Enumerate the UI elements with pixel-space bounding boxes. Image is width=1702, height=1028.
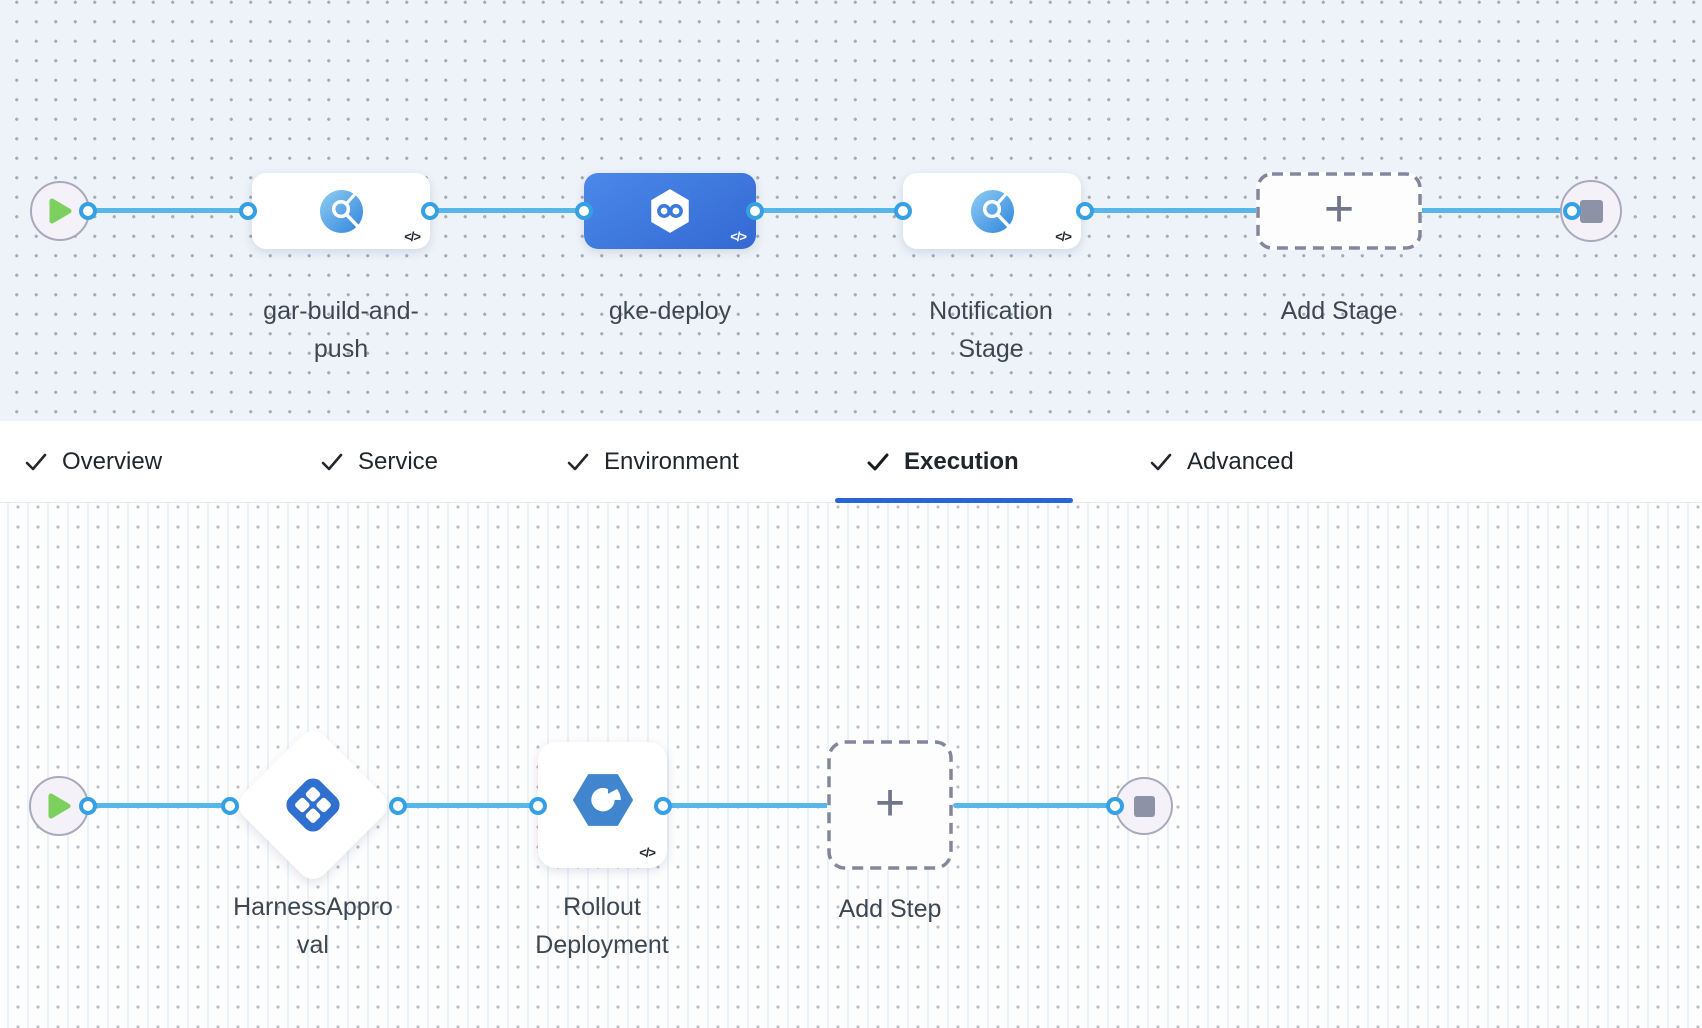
edge-connector: [755, 208, 905, 213]
tab-execution[interactable]: Execution: [867, 421, 1019, 503]
connection-point: [575, 202, 593, 220]
add-stage-label: Add Stage: [1280, 297, 1398, 325]
deploy-stage-icon: [651, 189, 689, 233]
connection-point: [221, 797, 239, 815]
plus-icon: +: [874, 774, 906, 832]
stage-card-notification-stage[interactable]: </>: [903, 173, 1081, 249]
edge-connector: [88, 803, 232, 808]
play-icon: [48, 793, 71, 819]
add-step-label: Add Step: [838, 895, 942, 923]
code-badge: </>: [639, 845, 656, 860]
check-icon: [867, 453, 889, 471]
active-tab-underline: [835, 498, 1073, 503]
execution-start-node: [29, 776, 89, 836]
check-icon: [1150, 453, 1172, 471]
tab-label: Execution: [904, 448, 1019, 475]
add-step-button[interactable]: +: [827, 740, 953, 870]
edge-connector: [663, 803, 829, 808]
execution-canvas: </> + HarnessApproval Rollout Deployment…: [0, 503, 1702, 1028]
execution-end-node: [1115, 777, 1173, 835]
stop-icon: [1133, 795, 1155, 817]
stage-label: Notification Stage: [929, 297, 1053, 363]
code-badge: </>: [404, 229, 421, 244]
custom-stage-icon: [319, 189, 363, 233]
tab-overview[interactable]: Overview: [25, 421, 162, 503]
connection-point: [1076, 202, 1094, 220]
code-badge: </>: [1055, 229, 1072, 244]
stage-tabbar: Overview Service Environment Execution A…: [0, 421, 1702, 503]
tab-label: Overview: [62, 448, 163, 475]
check-icon: [567, 453, 589, 471]
connection-point: [1563, 202, 1581, 220]
code-badge: </>: [730, 229, 747, 244]
step-card-harness-approval[interactable]: [232, 724, 394, 886]
connection-point: [746, 202, 764, 220]
gke-rollout-icon: [572, 774, 633, 826]
check-icon: [25, 453, 47, 471]
edge-connector: [430, 208, 586, 213]
stage-label: gar-build-and-push: [263, 297, 419, 363]
edge-connector: [953, 803, 1117, 808]
step-label: Rollout Deployment: [535, 893, 669, 959]
edge-connector: [398, 803, 540, 808]
tab-environment[interactable]: Environment: [567, 421, 739, 503]
harness-approval-icon: [286, 778, 340, 832]
check-icon: [321, 453, 343, 471]
connection-point: [389, 797, 407, 815]
stop-icon: [1579, 199, 1603, 223]
connection-point: [79, 202, 97, 220]
stage-canvas: </> </> </> +: [0, 0, 1702, 421]
connection-point: [79, 797, 97, 815]
connection-point: [239, 202, 257, 220]
dashed-frame: [827, 740, 953, 870]
play-icon: [49, 198, 72, 224]
custom-stage-icon: [970, 189, 1014, 233]
tab-label: Environment: [604, 448, 739, 475]
connection-point: [529, 797, 547, 815]
stage-card-gar-build-and-push[interactable]: </>: [252, 173, 430, 249]
plus-icon: +: [1323, 180, 1355, 238]
tab-advanced[interactable]: Advanced: [1150, 421, 1294, 503]
connection-point: [654, 797, 672, 815]
dashed-frame: [1256, 172, 1422, 250]
edge-connector: [1420, 208, 1573, 213]
step-card-rollout-deployment[interactable]: </>: [538, 742, 667, 868]
connection-point: [421, 202, 439, 220]
stage-card-gke-deploy[interactable]: </>: [584, 173, 756, 249]
tab-label: Advanced: [1187, 448, 1294, 475]
edge-connector: [88, 208, 250, 213]
tab-service[interactable]: Service: [321, 421, 438, 503]
connection-point: [894, 202, 912, 220]
step-label: HarnessApproval: [233, 893, 393, 959]
connection-point: [1106, 797, 1124, 815]
edge-connector: [1085, 208, 1260, 213]
tab-label: Service: [358, 448, 439, 475]
add-stage-button[interactable]: +: [1256, 172, 1422, 250]
stage-label: gke-deploy: [608, 297, 732, 325]
